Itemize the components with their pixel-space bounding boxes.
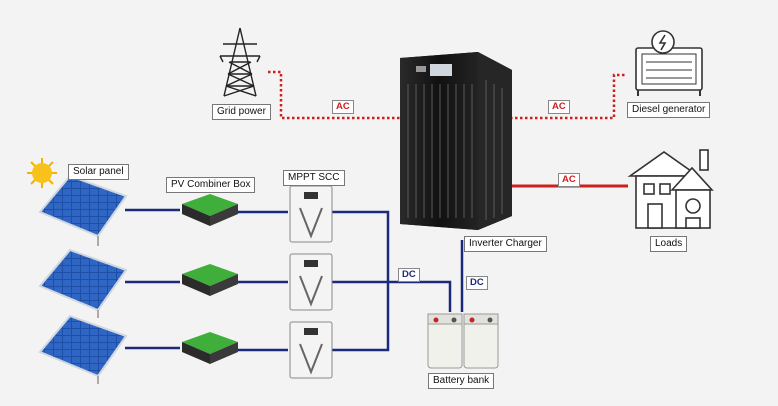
- ac-tag-grid: AC: [332, 100, 354, 114]
- pv-combiner-box-2: [182, 264, 238, 296]
- pv-combiner-box-label: PV Combiner Box: [166, 177, 256, 193]
- solar-panel-3: [38, 314, 128, 384]
- sun-icon: [27, 158, 57, 188]
- mppt-scc-label: MPPT SCC: [283, 170, 345, 186]
- loads-label: Loads: [650, 236, 688, 252]
- battery-1: [427, 313, 463, 369]
- inverter-charger-label: Inverter Charger: [464, 236, 547, 252]
- dc-connection-lines: [125, 208, 464, 352]
- ac-tag-generator: AC: [548, 100, 570, 114]
- pv-combiner-box-1: [182, 194, 238, 226]
- mppt-scc-unit-1: [289, 185, 333, 243]
- ac-tag-loads: AC: [558, 173, 580, 187]
- diesel-generator-label: Diesel generator: [627, 102, 711, 118]
- solar-panel-2: [38, 248, 128, 318]
- mppt-scc-unit-2: [289, 253, 333, 311]
- grid-power-label: Grid power: [212, 104, 271, 120]
- diesel-generator-icon: [635, 30, 703, 96]
- dc-tag-scc: DC: [398, 268, 420, 282]
- house-icon: [627, 149, 714, 229]
- grid-tower-icon: [219, 27, 261, 97]
- battery-2: [463, 313, 499, 369]
- solar-panel-1: [38, 174, 128, 246]
- inverter-charger-cabinet: [400, 52, 512, 230]
- solar-panel-label: Solar panel: [68, 164, 129, 180]
- mppt-scc-unit-3: [289, 321, 333, 379]
- dc-tag-inverter: DC: [466, 276, 488, 290]
- battery-bank-label: Battery bank: [428, 373, 495, 389]
- pv-combiner-box-3: [182, 332, 238, 364]
